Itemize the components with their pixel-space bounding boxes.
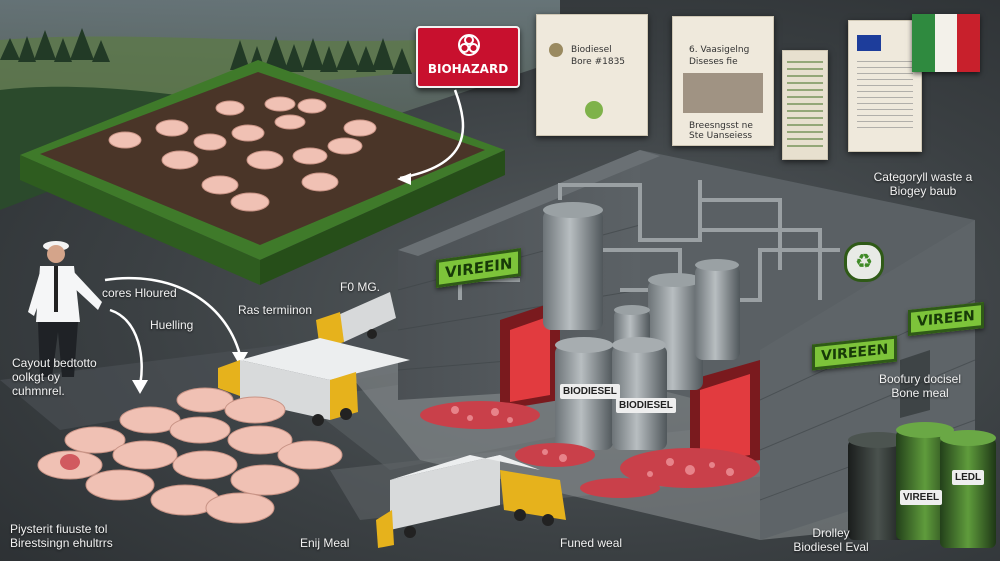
document-2-photos	[683, 73, 763, 113]
label-biofury-line1: Boofury docisel	[878, 372, 962, 386]
eu-flag-icon	[857, 35, 881, 51]
document-2-line1: 6. Vaasigelng	[689, 45, 750, 55]
label-plysterf-line1: Piysterit fiuuste tol	[10, 522, 108, 536]
document-1: Biodiesel Bore #1835	[536, 14, 648, 136]
document-2-footer-b: Ste Uanseiess	[689, 131, 753, 141]
tank-label-biodiesel-a: BIODIESEL	[560, 384, 620, 399]
label-biofury: Boofury docisel Bone meal	[862, 372, 978, 400]
label-category-waste-line2: Biogey baub	[889, 184, 957, 198]
label-plysterf: Piysterit fiuuste tol Birestsingn ehultr…	[10, 522, 113, 550]
label-biofury-line2: Bone meal	[891, 386, 949, 400]
label-fomg: F0 MG.	[340, 280, 381, 294]
document-1-seal-icon	[549, 43, 563, 57]
drum-label-ledl: LEDL	[952, 470, 985, 485]
label-cayout-line2: oolkgt oy	[12, 370, 61, 384]
label-ras-termination: Ras termiinon	[238, 303, 313, 317]
biohazard-label: BIOHAZARD	[427, 62, 509, 76]
inspector-person	[28, 241, 102, 377]
label-cayout-line1: Cayout bedtotto	[12, 356, 97, 370]
italy-flag-icon	[912, 14, 981, 72]
document-2-footer-a: Breesngsst ne	[689, 121, 753, 131]
document-3-rows	[787, 61, 823, 151]
label-category-waste-line1: Categoryll waste a	[873, 170, 973, 184]
document-1-line2: Bore #1835	[571, 57, 626, 67]
label-drolley-line1: Drolley	[812, 526, 850, 540]
label-huelling: Huelling	[150, 318, 194, 332]
document-1-line1: Biodiesel	[571, 45, 612, 55]
arrow-sign-to-pen	[399, 89, 465, 180]
biohazard-icon	[458, 34, 480, 56]
label-drolley: Drolley Biodiesel Eval	[776, 526, 886, 554]
label-drolley-line2: Biodiesel Eval	[793, 540, 869, 554]
document-4	[848, 20, 922, 152]
label-cayout: Cayout bedtotto oolkgt oy cuhmnrel.	[12, 356, 97, 398]
recycle-icon: ♻	[844, 242, 884, 282]
drums-group	[848, 422, 996, 548]
tank-label-biodiesel-b: BIODIESEL	[616, 398, 676, 413]
label-funed-weal: Funed weal	[560, 536, 623, 550]
biohazard-sign: BIOHAZARD	[416, 26, 520, 88]
label-plysterf-line2: Birestsingn ehultrrs	[10, 536, 113, 550]
document-2-line2: Diseses fie	[689, 57, 738, 67]
arrow-pigs	[109, 308, 143, 386]
document-2: 6. Vaasigelng Diseses fie Breesngsst ne …	[672, 16, 774, 146]
arrow-truck	[104, 276, 242, 356]
document-3-table	[782, 50, 828, 160]
document-4-text	[857, 61, 913, 131]
label-cores-floured: cores Hloured	[102, 286, 177, 300]
document-1-badge-icon	[585, 101, 603, 119]
label-enij-meal: Enij Meal	[300, 536, 350, 550]
truck-bottom	[376, 455, 566, 548]
label-cayout-line3: cuhmnrel.	[12, 384, 65, 398]
drum-label-vireel: VIREEL	[900, 490, 943, 505]
label-category-waste: Categoryll waste a Biogey baub	[848, 170, 998, 198]
